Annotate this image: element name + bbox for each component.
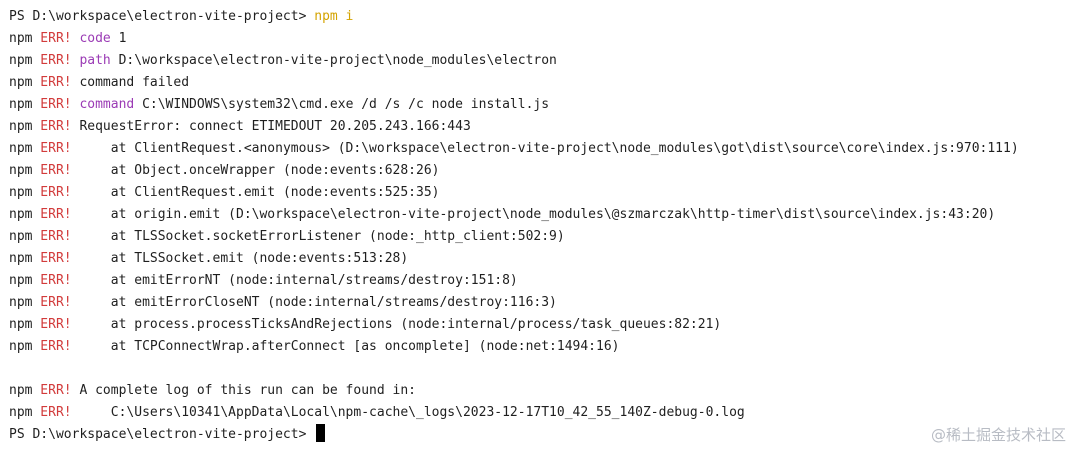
stack-trace-line: npm ERR! at process.processTicksAndRejec… xyxy=(9,314,1074,336)
error-line-log-path: npm ERR! C:\Users\10341\AppData\Local\np… xyxy=(9,402,1074,424)
err-tag: ERR! xyxy=(32,295,72,310)
code-value: 1 xyxy=(110,31,127,46)
final-prompt-line[interactable]: PS D:\workspace\electron-vite-project> xyxy=(9,424,1074,446)
error-line-path: npm ERR! path D:\workspace\electron-vite… xyxy=(9,50,1074,72)
stack-frame-text: at process.processTicksAndRejections (no… xyxy=(79,317,722,332)
error-line-request-error: npm ERR! RequestError: connect ETIMEDOUT… xyxy=(9,116,1074,138)
log-path-text: C:\Users\10341\AppData\Local\npm-cache\_… xyxy=(79,405,745,420)
watermark-text: @稀土掘金技术社区 xyxy=(930,426,1066,444)
stack-trace-line: npm ERR! at TCPConnectWrap.afterConnect … xyxy=(9,336,1074,358)
stack-trace-line: npm ERR! at ClientRequest.<anonymous> (D… xyxy=(9,138,1074,160)
code-key: code xyxy=(79,31,111,46)
npm-prefix: npm xyxy=(9,317,33,332)
npm-prefix: npm xyxy=(9,405,33,420)
npm-prefix: npm xyxy=(9,207,33,222)
stack-trace-line: npm ERR! at Object.onceWrapper (node:eve… xyxy=(9,160,1074,182)
text-cursor xyxy=(316,424,326,442)
log-intro-text: A complete log of this run can be found … xyxy=(79,383,416,398)
err-tag: ERR! xyxy=(32,31,72,46)
stack-trace-line: npm ERR! at ClientRequest.emit (node:eve… xyxy=(9,182,1074,204)
stack-frame-text: at origin.emit (D:\workspace\electron-vi… xyxy=(79,207,996,222)
err-tag: ERR! xyxy=(32,97,72,112)
stack-frame-text: at ClientRequest.<anonymous> (D:\workspa… xyxy=(79,141,1019,156)
stack-trace-line: npm ERR! at emitErrorCloseNT (node:inter… xyxy=(9,292,1074,314)
npm-prefix: npm xyxy=(9,31,33,46)
prompt-line: PS D:\workspace\electron-vite-project> n… xyxy=(9,6,1074,28)
stack-frame-text: at Object.onceWrapper (node:events:628:2… xyxy=(79,163,440,178)
entered-command: npm i xyxy=(314,9,354,24)
npm-prefix: npm xyxy=(9,273,33,288)
command-value: C:\WINDOWS\system32\cmd.exe /d /s /c nod… xyxy=(134,97,550,112)
err-tag: ERR! xyxy=(32,163,72,178)
stack-frame-text: at emitErrorCloseNT (node:internal/strea… xyxy=(79,295,557,310)
stack-trace-line: npm ERR! at emitErrorNT (node:internal/s… xyxy=(9,270,1074,292)
npm-prefix: npm xyxy=(9,53,33,68)
err-tag: ERR! xyxy=(32,339,72,354)
final-prompt-path: PS D:\workspace\electron-vite-project> xyxy=(9,427,315,442)
err-tag: ERR! xyxy=(32,383,72,398)
err-tag: ERR! xyxy=(32,119,72,134)
error-line-log-intro: npm ERR! A complete log of this run can … xyxy=(9,380,1074,402)
npm-prefix: npm xyxy=(9,75,33,90)
err-tag: ERR! xyxy=(32,229,72,244)
err-tag: ERR! xyxy=(32,405,72,420)
err-tag: ERR! xyxy=(32,185,72,200)
stack-trace-line: npm ERR! at TLSSocket.socketErrorListene… xyxy=(9,226,1074,248)
err-tag: ERR! xyxy=(32,273,72,288)
error-line-code: npm ERR! code 1 xyxy=(9,28,1074,50)
npm-prefix: npm xyxy=(9,185,33,200)
stack-frame-text: at TLSSocket.socketErrorListener (node:_… xyxy=(79,229,565,244)
path-key: path xyxy=(79,53,111,68)
stack-frame-text: at TLSSocket.emit (node:events:513:28) xyxy=(79,251,409,266)
npm-prefix: npm xyxy=(9,163,33,178)
stack-frame-text: at emitErrorNT (node:internal/streams/de… xyxy=(79,273,518,288)
err-tag: ERR! xyxy=(32,317,72,332)
stack-trace-line: npm ERR! at TLSSocket.emit (node:events:… xyxy=(9,248,1074,270)
npm-prefix: npm xyxy=(9,251,33,266)
blank-line xyxy=(9,358,1074,380)
err-tag: ERR! xyxy=(32,75,72,90)
error-line-command: npm ERR! command C:\WINDOWS\system32\cmd… xyxy=(9,94,1074,116)
npm-prefix: npm xyxy=(9,229,33,244)
npm-prefix: npm xyxy=(9,119,33,134)
npm-prefix: npm xyxy=(9,97,33,112)
err-tag: ERR! xyxy=(32,53,72,68)
npm-prefix: npm xyxy=(9,383,33,398)
error-line-command-failed: npm ERR! command failed xyxy=(9,72,1074,94)
prompt-path: PS D:\workspace\electron-vite-project> xyxy=(9,9,315,24)
stack-frame-text: at ClientRequest.emit (node:events:525:3… xyxy=(79,185,440,200)
stack-trace-line: npm ERR! at origin.emit (D:\workspace\el… xyxy=(9,204,1074,226)
command-failed-text: command failed xyxy=(79,75,190,90)
stack-frame-text: at TCPConnectWrap.afterConnect [as oncom… xyxy=(79,339,620,354)
request-error-text: RequestError: connect ETIMEDOUT 20.205.2… xyxy=(79,119,471,134)
err-tag: ERR! xyxy=(32,207,72,222)
npm-prefix: npm xyxy=(9,295,33,310)
command-key: command xyxy=(79,97,135,112)
npm-prefix: npm xyxy=(9,141,33,156)
err-tag: ERR! xyxy=(32,141,72,156)
err-tag: ERR! xyxy=(32,251,72,266)
path-value: D:\workspace\electron-vite-project\node_… xyxy=(110,53,557,68)
npm-prefix: npm xyxy=(9,339,33,354)
